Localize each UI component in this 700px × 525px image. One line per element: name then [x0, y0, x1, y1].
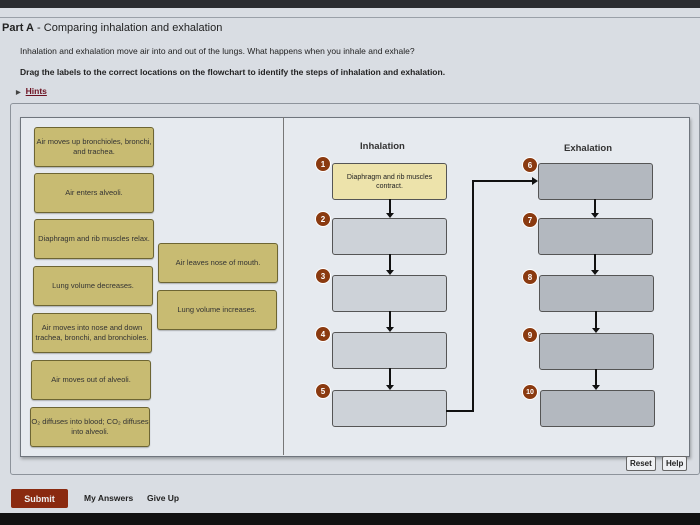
drop-target-5[interactable] [332, 390, 447, 427]
step-badge: 2 [315, 211, 331, 227]
step-badge: 3 [315, 268, 331, 284]
step-badge: 7 [522, 212, 538, 228]
step-badge: 4 [315, 326, 331, 342]
arrow-down-icon [386, 254, 394, 275]
drag-label[interactable]: Diaphragm and rib muscles relax. [34, 219, 154, 259]
connector-line [472, 180, 534, 182]
drag-label[interactable]: Air moves out of alveoli. [31, 360, 151, 400]
step-badge: 1 [315, 156, 331, 172]
hints-label: Hints [25, 86, 47, 96]
top-bar [0, 0, 700, 8]
arrow-down-icon [386, 199, 394, 218]
part-title: Part A - Comparing inhalation and exhala… [2, 22, 223, 34]
drag-label[interactable]: O₂ diffuses into blood; CO₂ diffuses int… [30, 407, 150, 447]
instruction-text: Drag the labels to the correct locations… [20, 67, 446, 77]
arrow-down-icon [592, 369, 600, 390]
arrow-right-icon [532, 177, 538, 185]
drop-target-4[interactable] [332, 332, 447, 369]
arrow-down-icon [591, 199, 599, 218]
step-badge: 8 [522, 269, 538, 285]
my-answers-link[interactable]: My Answers [84, 493, 134, 503]
drag-label[interactable]: Lung volume increases. [157, 290, 277, 330]
arrow-down-icon [592, 311, 600, 333]
part-title-text: Comparing inhalation and exhalation [43, 22, 223, 34]
connector-line [446, 410, 473, 412]
bottom-bezel [0, 513, 700, 525]
drag-label[interactable]: Air moves into nose and down trachea, br… [32, 313, 152, 353]
intro-text: Inhalation and exhalation move air into … [20, 46, 415, 56]
drag-label[interactable]: Lung volume decreases. [33, 266, 153, 306]
divider [0, 17, 700, 18]
panel-divider [283, 117, 284, 455]
give-up-link[interactable]: Give Up [147, 493, 180, 503]
drop-target-7[interactable] [538, 218, 653, 255]
step-badge: 10 [522, 384, 538, 400]
drop-target-3[interactable] [332, 275, 447, 312]
connector-line [472, 180, 474, 412]
drop-target-9[interactable] [539, 333, 654, 370]
step-badge: 9 [522, 327, 538, 343]
inhalation-heading: Inhalation [360, 141, 405, 152]
drag-label[interactable]: Air moves up bronchioles, bronchi, and t… [34, 127, 154, 167]
hints-link[interactable]: ▶ Hints [16, 86, 47, 96]
drop-target-6[interactable] [538, 163, 653, 200]
step-badge: 5 [315, 383, 331, 399]
arrow-down-icon [386, 311, 394, 332]
step-badge: 6 [522, 157, 538, 173]
drop-target-8[interactable] [539, 275, 654, 312]
flow-step-1: Diaphragm and rib muscles contract. [332, 163, 447, 200]
exhalation-heading: Exhalation [564, 143, 613, 154]
arrow-down-icon [386, 368, 394, 390]
drop-target-2[interactable] [332, 218, 447, 255]
drop-target-10[interactable] [540, 390, 655, 427]
drag-label[interactable]: Air leaves nose of mouth. [158, 243, 278, 283]
reset-button[interactable]: Reset [626, 456, 656, 471]
part-label: Part A [2, 22, 34, 34]
submit-button[interactable]: Submit [11, 489, 68, 508]
help-button[interactable]: Help [662, 456, 688, 471]
drag-label[interactable]: Air enters alveoli. [34, 173, 154, 213]
arrow-down-icon [591, 254, 599, 275]
triangle-right-icon: ▶ [16, 90, 21, 96]
